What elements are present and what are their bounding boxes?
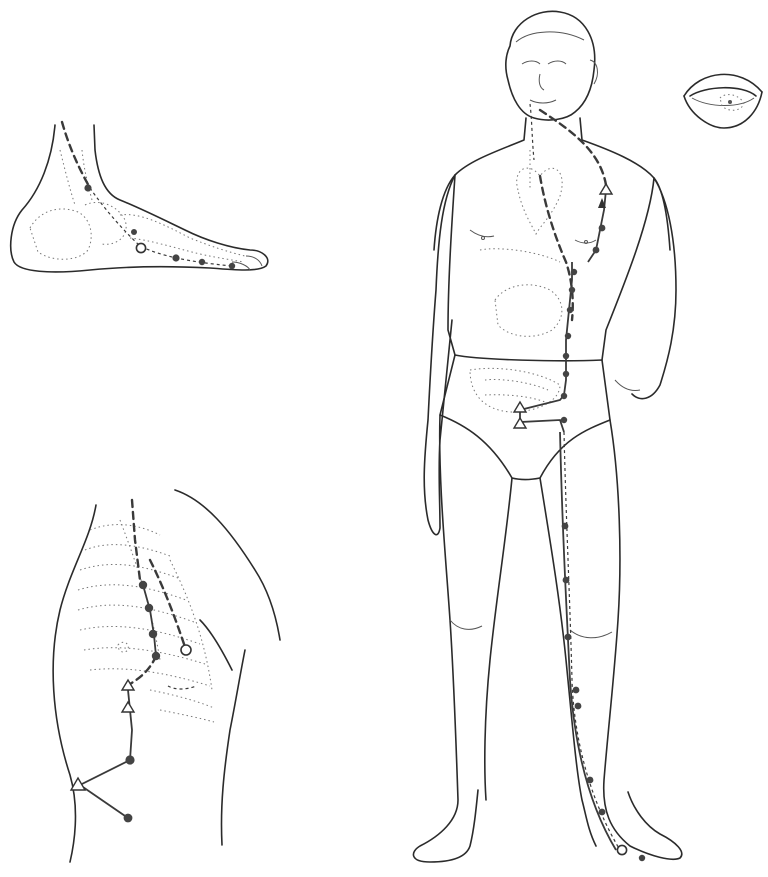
foot-point bbox=[84, 184, 91, 191]
foot-meridian-path bbox=[62, 122, 235, 269]
figure-point bbox=[563, 353, 569, 359]
foot-point bbox=[199, 259, 205, 265]
foot-point bbox=[229, 263, 235, 269]
figure-point bbox=[562, 523, 569, 530]
foot-point bbox=[172, 254, 179, 261]
figure-underwear bbox=[440, 355, 610, 480]
trunk-point bbox=[139, 581, 147, 589]
figure-legs bbox=[413, 415, 681, 862]
ribcage-dotted bbox=[78, 520, 214, 722]
trunk-outline bbox=[53, 490, 280, 862]
figure-organs-dotted bbox=[470, 150, 562, 412]
figure-point bbox=[563, 577, 570, 584]
foot-point bbox=[131, 229, 137, 235]
figure-point bbox=[587, 777, 594, 784]
foot-inset bbox=[11, 122, 268, 272]
figure-triangle-marker bbox=[600, 184, 612, 194]
figure-point bbox=[573, 687, 580, 694]
figure-point bbox=[561, 393, 567, 399]
mouth-inset bbox=[684, 74, 762, 128]
figure-point bbox=[639, 855, 645, 861]
figure-arms bbox=[424, 175, 676, 535]
figure-point bbox=[565, 333, 571, 339]
foot-point-hollow bbox=[136, 243, 145, 252]
standing-figure bbox=[413, 11, 681, 862]
trunk-side-inset bbox=[53, 490, 280, 862]
figure-point bbox=[563, 371, 569, 377]
figure-triangle-marker bbox=[514, 418, 526, 428]
mouth-point bbox=[728, 100, 732, 104]
figure-head bbox=[506, 11, 598, 120]
figure-point bbox=[569, 287, 575, 293]
trunk-point bbox=[145, 604, 153, 612]
figure-point bbox=[575, 703, 582, 710]
figure-point bbox=[593, 247, 600, 254]
trunk-point bbox=[125, 755, 134, 764]
figure-point bbox=[567, 307, 573, 313]
figure-point bbox=[571, 269, 577, 275]
trunk-point bbox=[149, 630, 157, 638]
trunk-triangle-marker bbox=[122, 702, 134, 712]
trunk-point bbox=[124, 814, 133, 823]
figure-triangle-marker bbox=[514, 402, 526, 412]
figure-point bbox=[565, 634, 572, 641]
figure-torso bbox=[434, 118, 670, 360]
figure-point bbox=[599, 809, 606, 816]
trunk-point-hollow bbox=[181, 645, 191, 655]
figure-meridian-path bbox=[514, 104, 645, 861]
figure-point bbox=[561, 417, 567, 423]
figure-point-hollow bbox=[617, 845, 626, 854]
figure-point bbox=[599, 225, 606, 232]
trunk-point bbox=[152, 652, 160, 660]
